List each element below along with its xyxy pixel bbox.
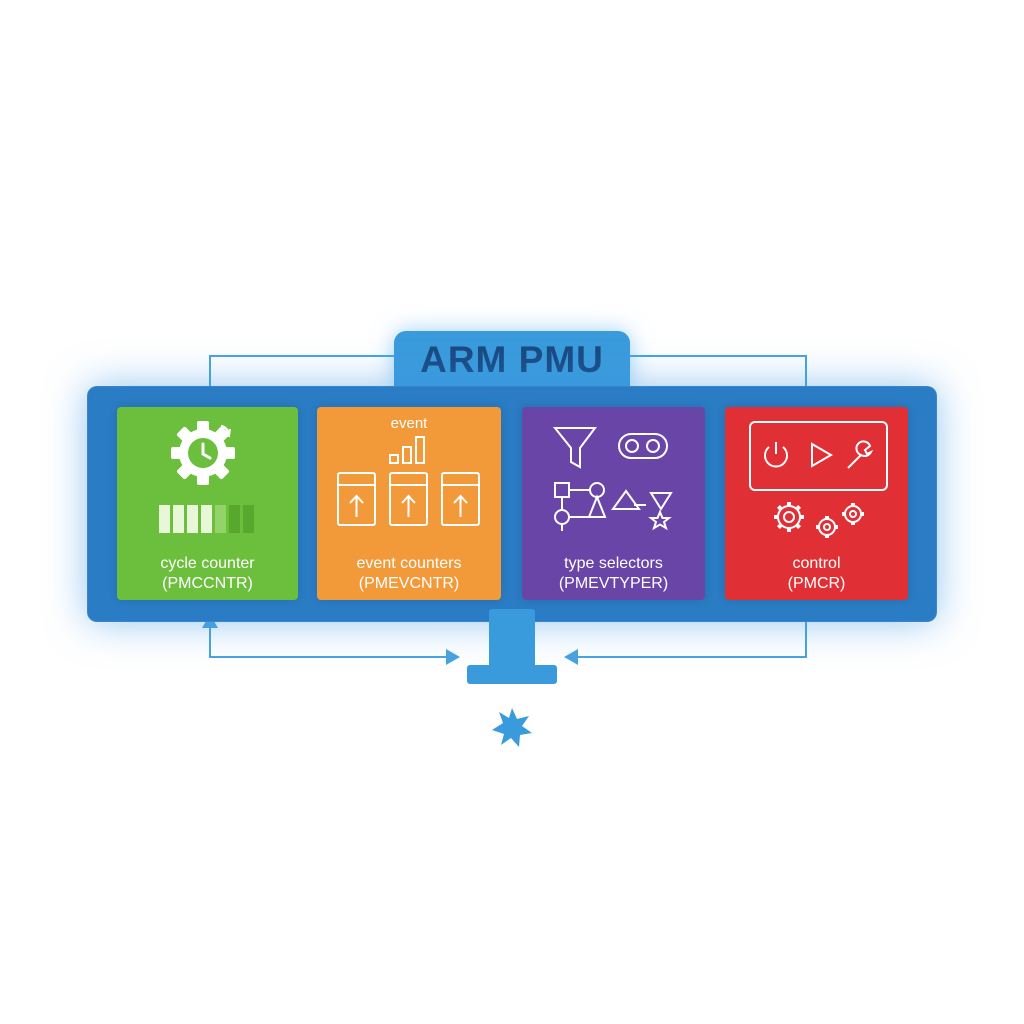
gear-clock-icon <box>171 421 235 485</box>
connector-bottom-left <box>209 616 460 665</box>
power-icon <box>764 442 788 468</box>
control-icon-box <box>749 421 888 491</box>
connector-top-left <box>209 355 394 400</box>
shapes-icon <box>611 489 673 531</box>
type-selectors-label: type selectors <box>564 555 663 572</box>
cycle-counter-card: cycle counter (PMCCNTR) <box>117 407 298 600</box>
connector-top-right <box>630 355 814 400</box>
control-card: control (PMCR) <box>725 407 908 600</box>
bar-meter-icon <box>159 505 254 533</box>
diagram-title: ARM PMU <box>394 331 630 389</box>
type-selectors-register: (PMEVTYPER) <box>558 575 669 592</box>
event-counters-label: event counters <box>356 555 462 572</box>
gears-icon <box>774 502 864 538</box>
up-arrow-counter-icon <box>337 472 480 526</box>
cycle-counter-register: (PMCCNTR) <box>162 575 253 592</box>
bar-chart-icon <box>389 436 425 464</box>
filter-icon <box>552 427 597 469</box>
type-selectors-card: type selectors (PMEVTYPER) <box>522 407 705 600</box>
panel-stand-base <box>467 665 557 684</box>
toggle-icon <box>618 433 668 459</box>
event-counters-card: event event counters (PMEVCNTR) <box>317 407 501 600</box>
control-label: control <box>792 555 841 572</box>
event-caption: event <box>390 415 428 432</box>
cycle-counter-label: cycle counter <box>160 555 255 572</box>
event-counters-register: (PMEVCNTR) <box>358 575 460 592</box>
play-icon <box>811 442 833 468</box>
flow-graph-icon <box>554 482 607 531</box>
connector-bottom-right <box>564 614 807 665</box>
panel-stand-neck <box>489 609 535 669</box>
control-register: (PMCR) <box>787 575 846 592</box>
starburst-icon <box>492 708 532 747</box>
wrench-icon <box>847 440 874 469</box>
